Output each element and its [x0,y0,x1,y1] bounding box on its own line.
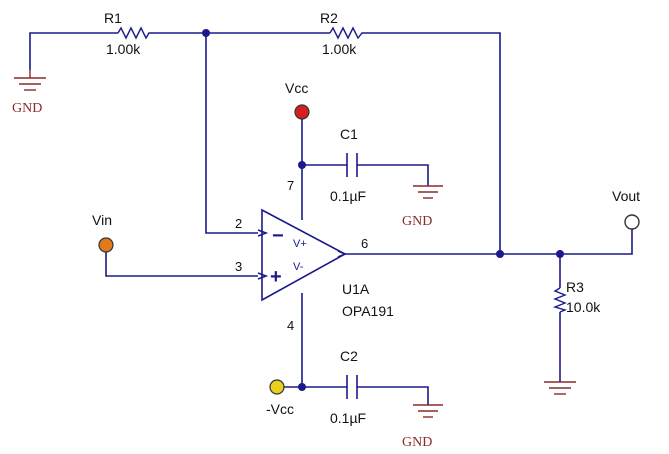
opamp-minus-sign: − [272,225,284,247]
c2-ref: C2 [340,348,358,364]
opamp-vminus-label: V- [293,261,304,273]
capacitor-c2 [346,375,358,399]
vneg-terminal [269,379,285,395]
vneg-label: -Vcc [266,401,294,417]
r2-value: 1.00k [322,41,357,57]
r3-value: 10.0k [566,299,601,315]
resistor-r3 [552,287,568,313]
vout-label: Vout [612,188,640,204]
opamp-vplus-label: V+ [293,238,307,250]
ground-symbol-c1 [413,185,443,199]
opamp-ref: U1A [342,281,370,297]
opamp-u1a [257,208,348,302]
vin-terminal [98,237,114,253]
junction-dot [496,250,504,258]
vin-label: Vin [92,212,112,228]
gnd-label-c1: GND [402,214,432,229]
resistor-r2 [329,26,366,40]
resistor-r1 [117,26,152,40]
vcc-terminal [294,104,310,120]
wires [29,32,633,405]
pin-3-label: 3 [235,259,242,274]
pin-4-label: 4 [287,318,294,333]
junction-dot [298,383,306,391]
c1-ref: C1 [340,126,358,142]
r1-value: 1.00k [106,41,141,57]
vout-terminal [624,214,640,230]
junction-dot [298,161,306,169]
capacitor-c1 [346,153,358,177]
c2-value: 0.1µF [330,410,366,426]
gnd-label-c2: GND [402,435,432,450]
opamp-plus-sign: + [270,266,282,288]
c1-value: 0.1µF [330,188,366,204]
ground-symbol-c2 [413,404,443,418]
junction-dot [556,250,564,258]
opamp-part: OPA191 [342,303,394,319]
ground-symbol-r1 [14,70,46,91]
vcc-label: Vcc [285,80,308,96]
pin-7-label: 7 [287,178,294,193]
r1-ref: R1 [104,10,122,26]
junction-dot [202,29,210,37]
ground-symbol-r3 [544,381,576,395]
pin-6-label: 6 [361,236,368,251]
r3-ref: R3 [566,279,584,295]
r2-ref: R2 [320,10,338,26]
pin-2-label: 2 [235,216,242,231]
gnd-label-r1: GND [12,101,42,116]
